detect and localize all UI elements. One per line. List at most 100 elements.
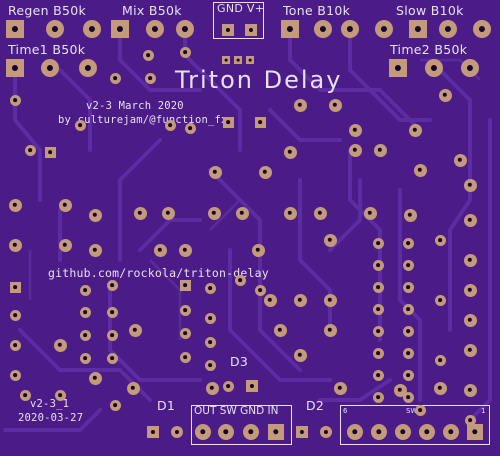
copper-pad: [293, 98, 307, 112]
copper-pad: [58, 198, 72, 212]
copper-pad: [88, 243, 102, 257]
io-header-outline: [191, 405, 292, 445]
copper-pad: [372, 237, 384, 249]
square-pad: [44, 146, 56, 158]
d1-label: D1: [157, 398, 176, 413]
copper-pad: [348, 123, 362, 137]
copper-pad: [263, 293, 277, 307]
copper-pad: [79, 329, 91, 341]
power-pad: [222, 24, 234, 36]
sw1-pad: [371, 424, 387, 440]
copper-pad: [19, 389, 31, 401]
d2-pad: [320, 426, 332, 438]
copper-pad: [235, 206, 249, 220]
d1-pad: [171, 426, 183, 438]
copper-pad: [372, 303, 384, 315]
sw1-pad: [443, 424, 459, 440]
io-pad: [243, 424, 259, 440]
copper-pad: [402, 369, 414, 381]
copper-pad: [88, 371, 102, 385]
io-header-label: OUT SW GND IN: [194, 405, 279, 417]
copper-pad: [402, 281, 414, 293]
copper-pad: [463, 343, 477, 357]
copper-pad: [258, 165, 272, 179]
copper-pad: [402, 259, 414, 271]
time1-pad: [6, 59, 24, 77]
d2-label: D2: [306, 398, 325, 413]
sw1-label: SW1: [406, 407, 422, 415]
square-pad: [254, 116, 266, 128]
copper-pad: [24, 144, 36, 156]
copper-pad: [293, 293, 307, 307]
copper-pad: [463, 383, 477, 397]
copper-pad: [205, 381, 219, 395]
copper-pad: [9, 339, 21, 351]
copper-pad: [9, 309, 21, 321]
copper-pad: [333, 381, 347, 395]
copper-pad: [413, 163, 427, 177]
copper-pad: [179, 46, 191, 58]
pot-pad: [341, 20, 359, 38]
pot-pad: [46, 20, 64, 38]
tone-pot-label: Tone B10k: [283, 3, 351, 18]
copper-pad: [53, 338, 67, 352]
copper-pad: [438, 88, 452, 102]
square-pad: [179, 279, 191, 291]
d2-pad: [296, 426, 308, 438]
copper-pad: [463, 178, 477, 192]
copper-pad: [372, 281, 384, 293]
trimmer-pad: [246, 56, 254, 64]
time2-pad: [461, 59, 479, 77]
copper-pad: [464, 414, 476, 426]
pot-pad: [281, 20, 299, 38]
copper-pad: [79, 352, 91, 364]
copper-pad: [453, 153, 467, 167]
copper-pad: [372, 369, 384, 381]
copper-pad: [79, 306, 91, 318]
io-pad: [195, 424, 211, 440]
time2-pot-label: Time2 B50k: [390, 42, 468, 57]
copper-pad: [363, 206, 377, 220]
copper-pad: [9, 369, 21, 381]
slow-pot-label: Slow B10k: [396, 3, 464, 18]
copper-pad: [393, 383, 407, 397]
sw1-pin1-label: 1: [481, 407, 486, 415]
copper-pad: [348, 143, 362, 157]
copper-pad: [58, 238, 72, 252]
copper-pad: [372, 325, 384, 337]
copper-pad: [178, 243, 192, 257]
copper-pad: [222, 380, 234, 392]
pot-pad: [314, 20, 332, 38]
copper-pad: [106, 352, 118, 364]
copper-pad: [293, 348, 307, 362]
copper-pad: [164, 119, 176, 131]
copper-pad: [144, 72, 156, 84]
d3-pad: [246, 380, 258, 392]
gnd-vplus-label: GND V+: [217, 2, 265, 15]
copper-pad: [109, 72, 121, 84]
copper-pad: [109, 399, 121, 411]
copper-pad: [403, 208, 417, 222]
sw1-pad: [467, 424, 483, 440]
repo-url: github.com/rockola/triton-delay: [48, 266, 269, 280]
copper-pad: [402, 347, 414, 359]
time1-pot-label: Time1 B50k: [8, 42, 86, 57]
copper-pad: [313, 206, 327, 220]
copper-pad: [323, 293, 337, 307]
copper-pad: [402, 325, 414, 337]
author-line: by culturejam/@function_fx: [58, 114, 228, 126]
copper-pad: [434, 234, 446, 246]
revision-line: v2-3 March 2020: [86, 100, 184, 112]
copper-pad: [8, 238, 22, 252]
regen-pot-label: Regen B50k: [8, 3, 87, 18]
time1-pad: [79, 59, 97, 77]
copper-pad: [251, 243, 265, 257]
copper-pad: [179, 304, 191, 316]
copper-pad: [88, 208, 102, 222]
sw1-pad: [347, 424, 363, 440]
copper-pad: [204, 282, 216, 294]
copper-pad: [126, 381, 140, 395]
copper-pad: [414, 404, 426, 416]
